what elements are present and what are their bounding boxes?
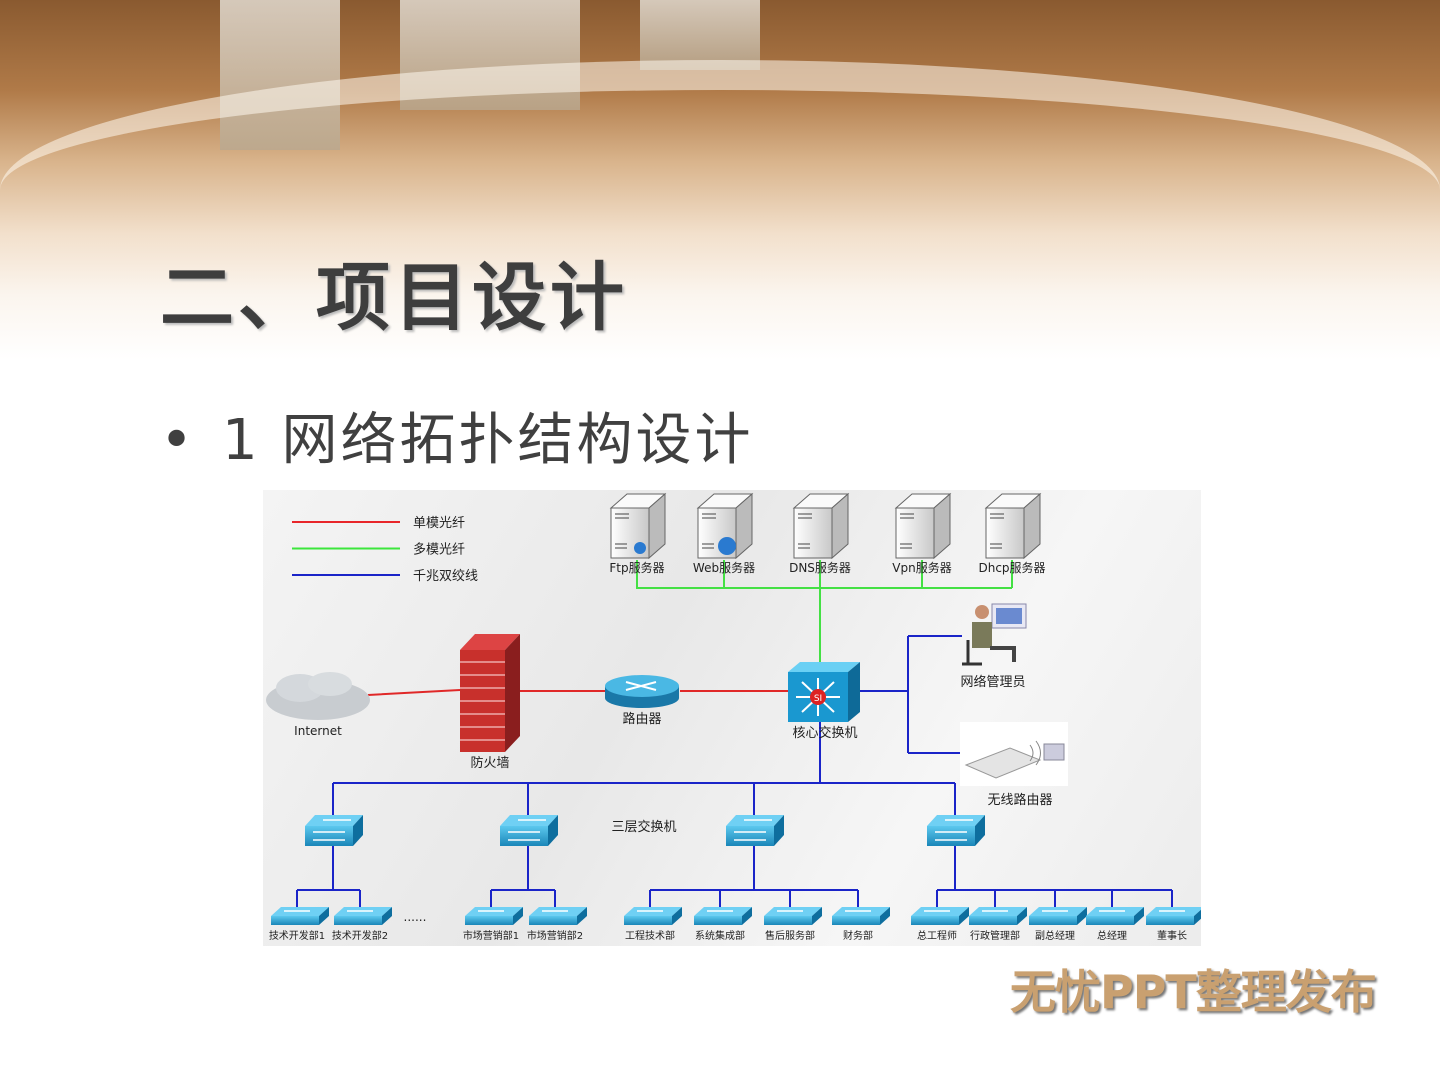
access-switch-icon xyxy=(694,907,752,925)
server-icon xyxy=(984,492,1042,560)
access-switch-icon xyxy=(764,907,822,925)
server-label: DNS服务器 xyxy=(789,560,851,575)
access-link xyxy=(649,889,859,910)
network-topology-diagram: 单模光纤多模光纤千兆双绞线 Ftp服务器 Web服务器 DNS服务器 Vpn服务器 Dh… xyxy=(263,490,1204,946)
access-link xyxy=(296,889,361,910)
bullet-text: 1 网络拓扑结构设计 xyxy=(222,408,754,473)
si-badge: SI xyxy=(814,694,822,704)
department-label: 副总经理 xyxy=(1035,929,1075,942)
internet-cloud-icon xyxy=(266,672,370,720)
server-label: Dhcp服务器 xyxy=(978,560,1045,575)
bullet-item: • 1 网络拓扑结构设计 xyxy=(160,395,753,476)
access-switch-icon xyxy=(969,907,1027,925)
multimode-fiber-links xyxy=(636,560,1013,662)
wireless-router-label: 无线路由器 xyxy=(987,792,1052,808)
server-icon xyxy=(792,492,850,560)
firewall-icon xyxy=(460,634,520,752)
globe-icon xyxy=(718,537,736,555)
router-label: 路由器 xyxy=(622,711,661,727)
l3-switch-label: 三层交换机 xyxy=(611,819,676,835)
department-label: 系统集成部 xyxy=(695,929,745,942)
server-icon xyxy=(609,492,667,560)
internet-label: Internet xyxy=(294,724,342,738)
admin-label: 网络管理员 xyxy=(960,674,1025,690)
gigabit-twisted-pair-links xyxy=(332,635,962,815)
folder-icon xyxy=(634,542,646,554)
access-switch-icon xyxy=(1086,907,1144,925)
server-icon xyxy=(894,492,952,560)
l3-switch-icon xyxy=(305,815,363,846)
core-switch-icon: SI xyxy=(788,662,860,722)
ellipsis-label: ...... xyxy=(404,910,427,924)
access-switch-icon xyxy=(624,907,682,925)
access-switch-icon xyxy=(465,907,523,925)
department-label: 技术开发部2 xyxy=(332,929,388,942)
wireless-router-icon xyxy=(960,722,1068,786)
server-label: Ftp服务器 xyxy=(609,560,664,575)
l3-switch-icon xyxy=(927,815,985,846)
router-icon xyxy=(605,675,679,708)
l3-switch-icon xyxy=(726,815,784,846)
legend-label: 千兆双绞线 xyxy=(413,568,478,584)
access-switch-icon xyxy=(271,907,329,925)
network-admin-icon xyxy=(962,603,1027,666)
legend-label: 多模光纤 xyxy=(413,542,465,558)
access-switch-icon xyxy=(529,907,587,925)
slide-title: 二、项目设计 xyxy=(160,255,628,341)
access-switch-icon xyxy=(911,907,969,925)
access-switch-icon xyxy=(334,907,392,925)
department-label: 总工程师 xyxy=(917,929,957,942)
header-banner-image xyxy=(0,0,1440,360)
core-switch-label: 核心交换机 xyxy=(792,725,857,741)
access-link xyxy=(936,889,1173,910)
access-switch-icon xyxy=(832,907,890,925)
server-icon xyxy=(696,492,754,560)
department-label: 技术开发部1 xyxy=(269,929,325,942)
footer-watermark: 无忧PPT整理发布 xyxy=(1010,965,1377,1019)
firewall-label: 防火墙 xyxy=(470,755,509,771)
department-label: 行政管理部 xyxy=(970,929,1020,942)
department-label: 市场营销部1 xyxy=(463,929,519,942)
department-label: 总经理 xyxy=(1097,929,1127,942)
department-label: 董事长 xyxy=(1157,929,1187,942)
department-label: 工程技术部 xyxy=(625,929,675,942)
department-label: 售后服务部 xyxy=(765,929,815,942)
singlemode-fiber-links xyxy=(367,689,790,696)
access-link xyxy=(490,889,556,910)
book-image xyxy=(640,0,760,70)
access-switch-icon xyxy=(1146,907,1204,925)
bullet-marker: • xyxy=(160,408,197,473)
l3-switch-icon xyxy=(500,815,558,846)
access-switch-icon xyxy=(1029,907,1087,925)
server-label: Vpn服务器 xyxy=(892,560,951,575)
server-label: Web服务器 xyxy=(693,560,755,575)
department-label: 财务部 xyxy=(843,929,873,942)
department-label: 市场营销部2 xyxy=(527,929,583,942)
legend-label: 单模光纤 xyxy=(413,516,465,531)
